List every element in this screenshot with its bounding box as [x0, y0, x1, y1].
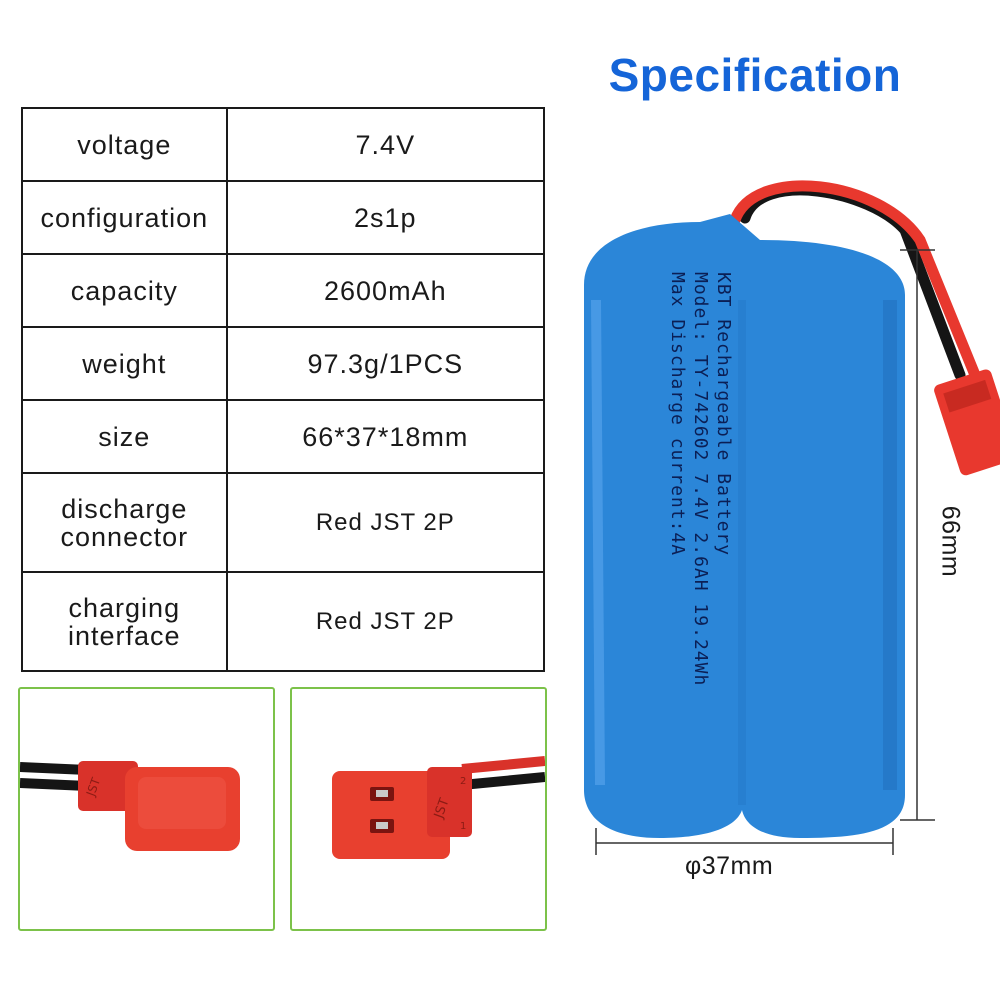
- table-row: configuration 2s1p: [21, 180, 546, 255]
- spec-table: voltage 7.4V configuration 2s1p capacity…: [21, 107, 546, 672]
- spec-label-voltage: voltage: [21, 107, 228, 182]
- spec-value-size: 66*37*18mm: [225, 399, 546, 474]
- spec-label-capacity: capacity: [21, 253, 228, 328]
- spec-value-discharge-connector: Red JST 2P: [225, 472, 546, 573]
- table-row: size 66*37*18mm: [21, 399, 546, 474]
- battery-label-line1: KBT Rechargeable Battery: [713, 272, 734, 556]
- spec-label-discharge-connector: discharge connector: [21, 472, 228, 573]
- table-row: charging interface Red JST 2P: [21, 571, 546, 672]
- page-title: Specification: [608, 49, 902, 101]
- spec-label-charging-interface: charging interface: [21, 571, 228, 672]
- spec-value-configuration: 2s1p: [225, 180, 546, 255]
- pin-number-1: 1: [460, 821, 466, 832]
- connector-photo-closed: JST: [18, 687, 275, 931]
- table-row: capacity 2600mAh: [21, 253, 546, 328]
- spec-value-charging-interface: Red JST 2P: [225, 571, 546, 672]
- height-label: 66mm: [936, 505, 965, 578]
- spec-label-size: size: [21, 399, 228, 474]
- jst-mark: JST: [431, 796, 452, 821]
- connector-closed-image: JST: [20, 761, 240, 851]
- table-row: discharge connector Red JST 2P: [21, 472, 546, 573]
- diameter-label: φ37mm: [685, 852, 774, 880]
- battery-image: KBT Rechargeable Battery Model: TY-74260…: [584, 180, 1000, 855]
- spec-label-configuration: configuration: [21, 180, 228, 255]
- battery-label-line2: Model: TY-742602 7.4V 2.6AH 19.24Wh: [690, 272, 711, 686]
- battery-label-line3: Max Discharge current:4A: [667, 272, 688, 556]
- spec-value-voltage: 7.4V: [225, 107, 546, 182]
- pin-number-2: 2: [460, 776, 466, 787]
- spec-value-weight: 97.3g/1PCS: [225, 326, 546, 401]
- spec-value-capacity: 2600mAh: [225, 253, 546, 328]
- connector-photo-open: JST 2 1: [290, 687, 547, 931]
- spec-label-weight: weight: [21, 326, 228, 401]
- jst-mark: JST: [83, 775, 103, 799]
- connector-open-image: JST 2 1: [332, 756, 545, 859]
- table-row: voltage 7.4V: [21, 107, 546, 182]
- table-row: weight 97.3g/1PCS: [21, 326, 546, 401]
